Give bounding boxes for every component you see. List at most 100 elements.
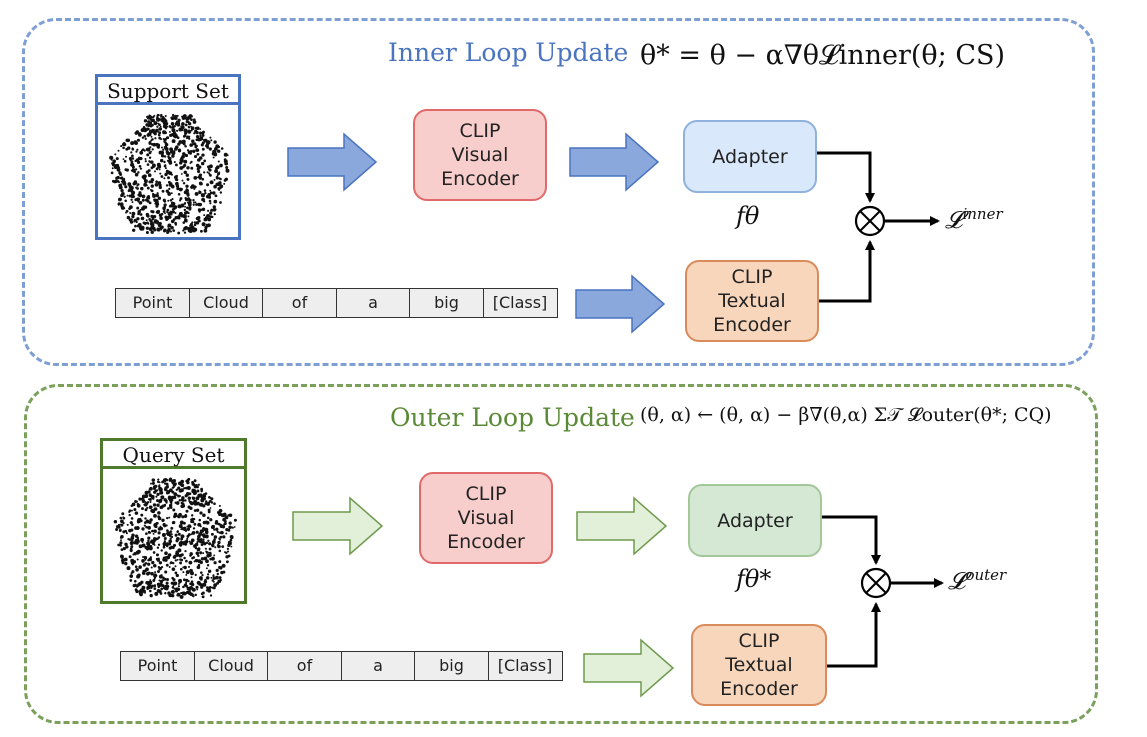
point-cloud-dot — [219, 201, 222, 204]
point-cloud-dot — [169, 562, 172, 565]
point-cloud-dot — [212, 586, 216, 590]
point-cloud-dot — [207, 165, 210, 169]
point-cloud-dot — [143, 119, 148, 123]
point-cloud-dot — [209, 191, 213, 195]
point-cloud-dot — [150, 142, 154, 146]
point-cloud-dot — [192, 228, 196, 233]
point-cloud-dot — [176, 136, 180, 139]
point-cloud-dot — [219, 538, 221, 541]
point-cloud-dot — [204, 534, 209, 539]
point-cloud-dot — [136, 148, 139, 151]
point-cloud-dot — [184, 550, 187, 553]
point-cloud-dot — [203, 556, 208, 561]
point-cloud-dot — [148, 160, 151, 163]
point-cloud-dot — [185, 570, 190, 575]
prompt-token: Point — [120, 651, 195, 681]
point-cloud-dot — [173, 160, 176, 164]
point-cloud-dot — [184, 212, 188, 215]
point-cloud-dot — [146, 153, 150, 157]
point-cloud-dot — [175, 122, 179, 126]
point-cloud-dot — [124, 185, 128, 189]
clip-visual-encoder-block: CLIP Visual Encoder — [419, 472, 553, 564]
point-cloud-dot — [148, 141, 152, 144]
point-cloud-dot — [206, 564, 210, 567]
point-cloud-dot — [205, 576, 210, 580]
point-cloud-dot — [187, 565, 191, 568]
point-cloud-dot — [167, 225, 170, 228]
point-cloud-dot — [212, 191, 216, 195]
point-cloud-dot — [197, 559, 202, 564]
point-cloud-dot — [185, 188, 188, 191]
point-cloud-dot — [136, 584, 139, 588]
point-cloud-dot — [129, 159, 132, 162]
point-cloud-dot — [159, 225, 163, 229]
point-cloud-dot — [126, 138, 131, 143]
point-cloud-dot — [164, 131, 167, 135]
point-cloud-dot — [132, 553, 135, 556]
point-cloud-dot — [153, 114, 156, 117]
point-cloud-dot — [220, 147, 224, 150]
point-cloud-dot — [225, 168, 230, 173]
point-cloud-dot — [136, 539, 140, 544]
point-cloud-dot — [141, 507, 144, 511]
point-cloud-dot — [146, 221, 149, 225]
point-cloud-dot — [189, 224, 192, 227]
inner-loop-panel — [22, 18, 1095, 366]
point-cloud-dot — [150, 160, 154, 164]
point-cloud-dot — [129, 578, 133, 582]
point-cloud-dot — [144, 508, 148, 512]
point-cloud-dot — [118, 183, 123, 188]
point-cloud-dot — [120, 188, 124, 193]
point-cloud-dot — [203, 228, 208, 233]
point-cloud-dot — [151, 148, 154, 151]
point-cloud-dot — [186, 527, 191, 531]
point-cloud-dot — [136, 574, 141, 579]
point-cloud-dot — [177, 142, 181, 146]
point-cloud-dot — [147, 123, 151, 128]
point-cloud-dot — [165, 524, 168, 527]
point-cloud-dot — [177, 118, 181, 122]
point-cloud-dot — [148, 498, 152, 501]
point-cloud-dot — [187, 477, 191, 481]
point-cloud-dot — [195, 585, 199, 589]
point-cloud-dot — [146, 548, 149, 551]
point-cloud-dot — [180, 558, 184, 562]
point-cloud-dot — [212, 205, 216, 209]
point-cloud-dot — [201, 222, 206, 227]
point-cloud-dot — [137, 503, 140, 506]
point-cloud-dot — [134, 141, 138, 145]
point-cloud-dot — [176, 558, 179, 561]
point-cloud-dot — [159, 498, 163, 502]
point-cloud-dot — [198, 582, 202, 586]
point-cloud-dot — [156, 492, 160, 496]
point-cloud-dot — [122, 146, 125, 150]
point-cloud-dot — [177, 514, 181, 519]
point-cloud-dot — [197, 522, 202, 527]
prompt-token: a — [340, 651, 416, 681]
point-cloud-dot — [131, 536, 135, 540]
point-cloud-dot — [150, 482, 152, 485]
point-cloud-dot — [202, 540, 205, 543]
point-cloud-dot — [197, 554, 200, 557]
point-cloud-dot — [179, 567, 183, 571]
point-cloud-dot — [148, 151, 152, 155]
point-cloud-dot — [182, 152, 186, 156]
point-cloud-dot — [168, 187, 171, 190]
point-cloud-dot — [188, 492, 192, 496]
point-cloud-dot — [195, 176, 198, 179]
point-cloud-dot — [149, 546, 153, 550]
point-cloud-dot — [218, 177, 221, 180]
point-cloud-dot — [181, 115, 186, 120]
point-cloud-dot — [133, 181, 138, 185]
point-cloud-dot — [203, 138, 208, 143]
point-cloud-dot — [166, 532, 171, 537]
prompt-token: big — [409, 288, 484, 318]
point-cloud-dot — [165, 501, 168, 504]
point-cloud-dot — [169, 537, 172, 540]
point-cloud-dot — [139, 213, 143, 216]
point-cloud-dot — [111, 163, 116, 167]
point-cloud-dot — [164, 558, 168, 562]
point-cloud-dot — [181, 139, 186, 144]
point-cloud-dot — [125, 532, 128, 535]
point-cloud-dot — [168, 566, 171, 568]
